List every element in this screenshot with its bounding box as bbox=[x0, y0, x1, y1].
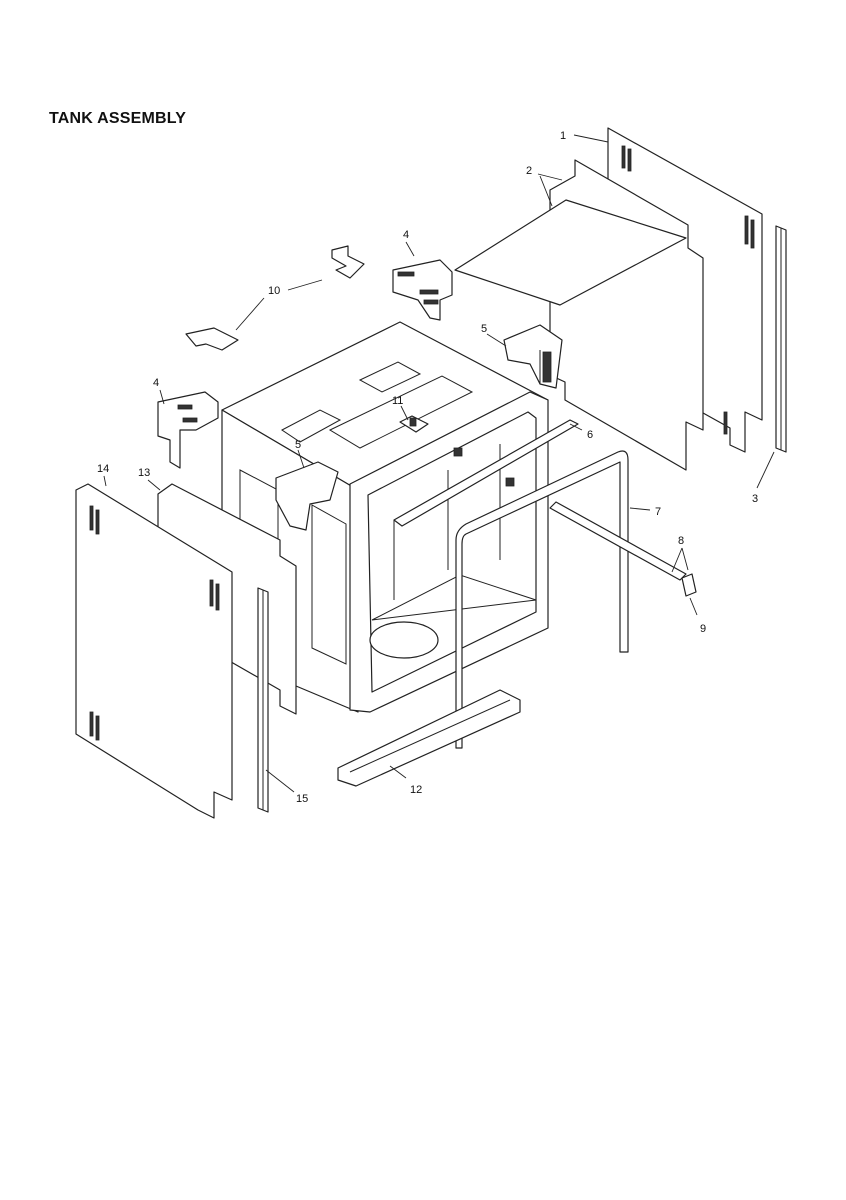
callout-4-left: 4 bbox=[153, 377, 159, 389]
callout-6: 6 bbox=[587, 429, 593, 441]
part-2-right-insulation-panel bbox=[454, 159, 704, 471]
callout-8: 8 bbox=[678, 535, 684, 547]
callout-4-upper: 4 bbox=[403, 229, 409, 241]
leader-lines bbox=[103, 134, 775, 793]
part-4-left-bracket bbox=[157, 391, 219, 469]
part-6-gasket-rail bbox=[393, 419, 579, 527]
callout-1: 1 bbox=[560, 130, 566, 142]
callout-2: 2 bbox=[526, 165, 532, 177]
part-15-left-trim-strip bbox=[257, 587, 269, 813]
callout-13: 13 bbox=[138, 467, 150, 479]
callout-5-left: 5 bbox=[295, 439, 301, 451]
callout-3: 3 bbox=[752, 493, 758, 505]
part-10-clips bbox=[185, 245, 365, 351]
page-title: TANK ASSEMBLY bbox=[49, 110, 187, 127]
callout-12: 12 bbox=[410, 784, 422, 796]
callout-14: 14 bbox=[97, 463, 109, 475]
callout-15: 15 bbox=[296, 793, 308, 805]
callout-10: 10 bbox=[268, 285, 280, 297]
callout-labels: 1 2 3 4 4 5 5 6 7 8 9 10 11 12 13 14 15 bbox=[97, 130, 758, 805]
part-11-top-clip bbox=[399, 415, 429, 433]
part-8-bar bbox=[549, 501, 687, 581]
part-5-left-bracket bbox=[275, 461, 339, 531]
part-9-end-cap bbox=[681, 573, 697, 597]
part-5-right-bracket bbox=[503, 324, 563, 389]
part-14-left-side-panel bbox=[75, 483, 233, 819]
part-3-right-trim-strip bbox=[775, 225, 787, 453]
callout-5-right: 5 bbox=[481, 323, 487, 335]
callout-9: 9 bbox=[700, 623, 706, 635]
part-7-door-gasket bbox=[455, 450, 629, 749]
part-12-bottom-channel bbox=[337, 689, 521, 787]
callout-7: 7 bbox=[655, 506, 661, 518]
part-4-upper-bracket bbox=[392, 259, 453, 321]
callout-11: 11 bbox=[392, 395, 403, 407]
tank-body bbox=[221, 321, 549, 713]
